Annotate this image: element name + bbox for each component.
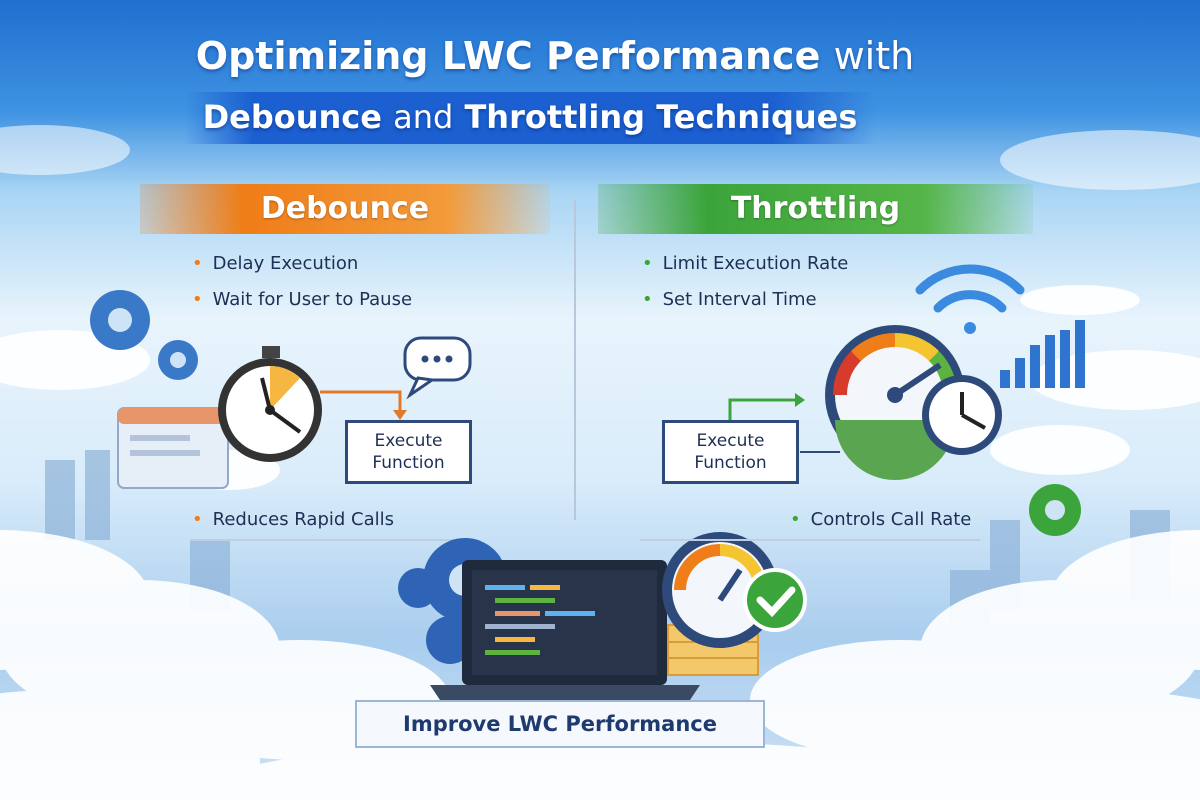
title-debounce: Debounce: [202, 98, 382, 136]
debounce-bullet: •Wait for User to Pause: [192, 289, 413, 310]
wifi-icon: [915, 264, 1025, 334]
footer-text: Reduces Rapid Calls: [212, 509, 394, 530]
throttling-heading: Throttling: [598, 184, 1033, 234]
bullet-text: Delay Execution: [212, 253, 359, 274]
bullet-text: Set Interval Time: [662, 289, 817, 310]
speech-bubble-icon: [403, 336, 472, 400]
gear-icon: [1029, 484, 1081, 536]
throttling-footer: •Controls Call Rate: [790, 509, 972, 530]
title-throttling: Throttling Techniques: [464, 98, 858, 136]
box-line: Function: [372, 453, 445, 473]
laptop-icon: [430, 560, 700, 700]
box-line: Function: [694, 453, 767, 473]
throttling-execute-function-box: Execute Function: [662, 420, 799, 484]
debounce-footer: •Reduces Rapid Calls: [192, 509, 394, 530]
title-light: with: [833, 34, 915, 78]
debounce-execute-function-box: Execute Function: [345, 420, 472, 484]
title-line-1: Optimizing LWC Performance with: [0, 34, 1110, 78]
box-line: Execute: [374, 431, 443, 451]
bullet-text: Limit Execution Rate: [662, 253, 849, 274]
bar-chart-icon: [1000, 320, 1085, 388]
gear-icon: [90, 290, 198, 380]
debounce-bullet: •Delay Execution: [192, 253, 359, 274]
improve-performance-banner: Improve LWC Performance: [355, 700, 765, 748]
stopwatch-icon: [218, 346, 322, 462]
title-and: and: [393, 98, 454, 136]
browser-window-icon: [117, 407, 229, 489]
title-bold: Optimizing LWC Performance: [195, 34, 821, 78]
title-band: [185, 92, 875, 144]
box-line: Execute: [696, 431, 765, 451]
title-line-2: Debounce and Throttling Techniques: [185, 98, 875, 136]
checkmark-icon: [743, 568, 807, 632]
debounce-heading: Debounce: [140, 184, 550, 234]
bullet-text: Wait for User to Pause: [212, 289, 413, 310]
throttling-bullet: •Limit Execution Rate: [642, 253, 849, 274]
footer-text: Controls Call Rate: [810, 509, 972, 530]
throttling-bullet: •Set Interval Time: [642, 289, 817, 310]
clock-icon: [922, 375, 1002, 455]
clouds: [0, 125, 1200, 800]
